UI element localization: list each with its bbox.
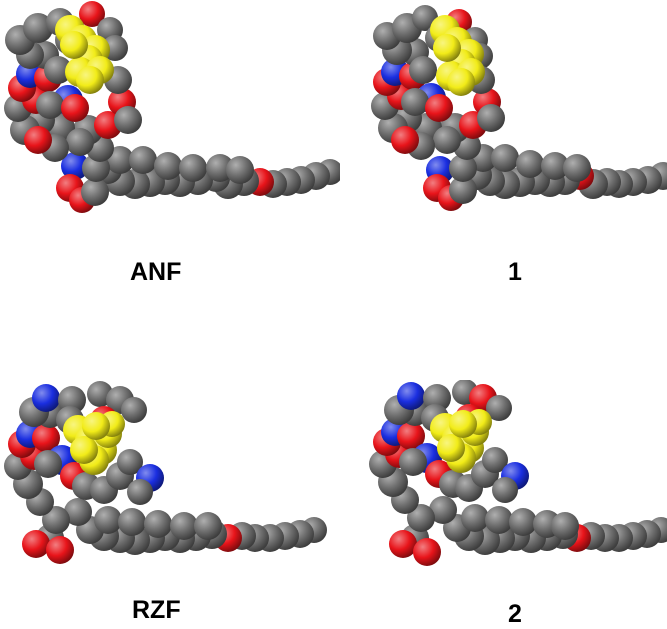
nitrogen-atom [32, 384, 60, 412]
carbon-atom [477, 104, 505, 132]
carbon-atom [81, 178, 109, 206]
carbon-atom [409, 56, 437, 84]
oxygen-atom [425, 94, 453, 122]
carbon-atom [36, 91, 64, 119]
carbon-atom [144, 510, 172, 538]
molecule-panel-rzf [0, 380, 340, 629]
carbon-atom [121, 397, 147, 423]
oxygen-atom [397, 422, 425, 450]
carbon-atom [94, 506, 122, 534]
nitrogen-atom [397, 382, 425, 410]
carbon-atom [179, 154, 207, 182]
space-filling-model-rzf [4, 381, 327, 564]
carbon-atom [23, 13, 53, 43]
caption-anf: ANF [130, 258, 182, 286]
caption-1: 1 [508, 258, 522, 286]
sulfur-atom [60, 31, 88, 59]
carbon-atom [154, 152, 182, 180]
carbon-atom [461, 504, 489, 532]
caption-rzf: RZF [132, 596, 181, 624]
carbon-atom [194, 512, 222, 540]
caption-2: 2 [508, 600, 522, 628]
sulfur-atom [447, 68, 475, 96]
carbon-atom [492, 477, 518, 503]
oxygen-atom [22, 530, 50, 558]
carbon-atom [482, 447, 508, 473]
carbon-atom [66, 128, 94, 156]
space-filling-model-1 [371, 5, 667, 211]
sulfur-atom [437, 434, 465, 462]
carbon-atom [114, 106, 142, 134]
carbon-atom [563, 154, 591, 182]
nitrogen-atom [61, 152, 89, 180]
sulfur-atom [76, 66, 104, 94]
oxygen-atom [413, 538, 441, 566]
carbon-atom [42, 506, 70, 534]
carbon-atom [509, 508, 537, 536]
oxygen-atom [24, 126, 52, 154]
sulfur-atom [70, 436, 98, 464]
carbon-atom [226, 156, 254, 184]
space-filling-model-2 [369, 380, 667, 566]
carbon-atom [170, 512, 198, 540]
carbon-atom [485, 506, 513, 534]
oxygen-atom [391, 126, 419, 154]
carbon-atom [541, 152, 569, 180]
space-filling-model-anf [4, 1, 340, 213]
oxygen-atom [46, 536, 74, 564]
carbon-atom [44, 56, 72, 84]
carbon-atom [433, 126, 461, 154]
oxygen-atom [61, 94, 89, 122]
carbon-atom [117, 449, 143, 475]
carbon-atom [129, 146, 157, 174]
oxygen-atom [389, 530, 417, 558]
oxygen-atom [79, 1, 105, 27]
carbon-atom [491, 144, 519, 172]
carbon-atom [449, 176, 477, 204]
oxygen-atom [32, 424, 60, 452]
carbon-atom [429, 496, 457, 524]
molecule-panel-1 [365, 0, 667, 300]
carbon-atom [486, 395, 512, 421]
sulfur-atom [449, 410, 477, 438]
carbon-atom [449, 154, 477, 182]
sulfur-atom [82, 412, 110, 440]
molecule-panel-2 [365, 380, 667, 629]
carbon-atom [118, 508, 146, 536]
sulfur-atom [433, 34, 461, 62]
carbon-atom [516, 150, 544, 178]
carbon-atom [34, 450, 62, 478]
carbon-atom [407, 504, 435, 532]
carbon-atom [127, 479, 153, 505]
carbon-atom [551, 512, 579, 540]
carbon-atom [399, 448, 427, 476]
carbon-atom [64, 498, 92, 526]
carbon-atom [401, 88, 429, 116]
molecule-panel-anf [0, 0, 340, 300]
